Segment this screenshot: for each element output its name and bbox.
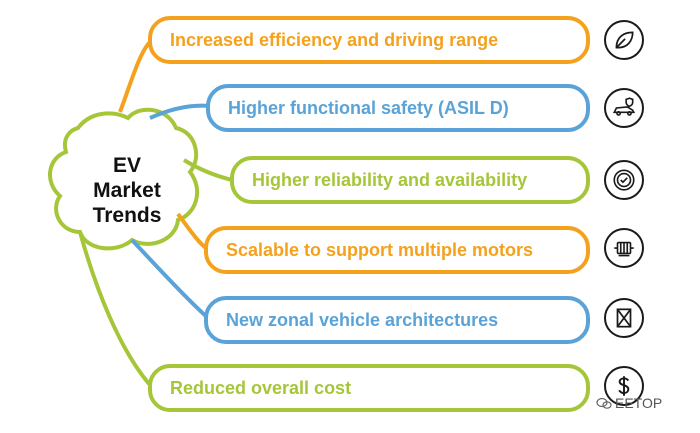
hub-title: EV Market Trends [62, 130, 192, 250]
hub-outline [47, 107, 200, 251]
watermark: EETOP [596, 395, 662, 411]
watermark-text: EETOP [615, 395, 663, 411]
hub-line-2: Market [93, 178, 161, 202]
trend-label: New zonal vehicle architectures [226, 309, 499, 330]
trend-pill-safety: Higher functional safety (ASIL D) [206, 84, 590, 132]
trend-label: Reduced overall cost [170, 377, 352, 398]
trend-label: Higher reliability and availability [252, 169, 528, 190]
trend-label: Increased efficiency and driving range [170, 29, 499, 50]
architecture-icon [604, 298, 644, 338]
dollar-icon [604, 366, 644, 406]
trend-pill-efficiency: Increased efficiency and driving range [148, 16, 590, 64]
connector-cost [78, 231, 152, 387]
trend-pill-reliability: Higher reliability and availability [230, 156, 590, 204]
trend-pill-scalable: Scalable to support multiple motors [204, 226, 590, 274]
trend-label: Scalable to support multiple motors [226, 239, 534, 260]
hub-line-1: EV [112, 153, 141, 177]
connector-reliability [182, 158, 233, 182]
connector-efficiency [118, 38, 154, 113]
leaf-icon [604, 20, 644, 60]
connector-scalable [176, 212, 208, 250]
hub-line-3: Trends [92, 203, 162, 227]
connector-safety [149, 103, 211, 120]
trend-pill-zonal: New zonal vehicle architectures [204, 296, 590, 344]
connector-zonal [130, 238, 210, 320]
trend-pill-cost: Reduced overall cost [148, 364, 590, 412]
motor-icon [604, 228, 644, 268]
wechat-icon [596, 397, 612, 409]
car-shield-icon [604, 88, 644, 128]
badge-check-icon [604, 160, 644, 200]
trend-label: Higher functional safety (ASIL D) [228, 97, 509, 118]
